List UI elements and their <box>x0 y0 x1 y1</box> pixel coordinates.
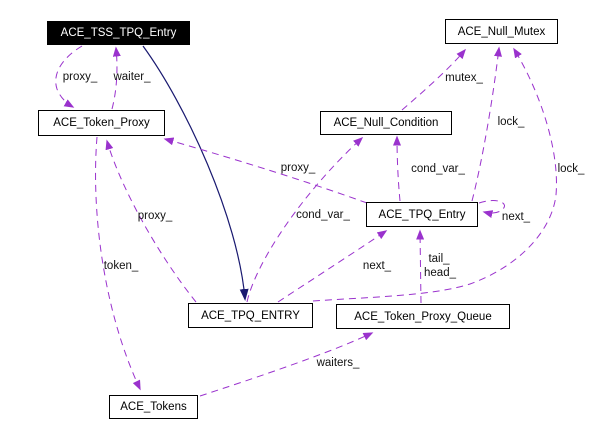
class-node-ace-token-proxy-queue[interactable]: ACE_Token_Proxy_Queue <box>336 304 510 329</box>
class-node-ace-tss-tpq-entry[interactable]: ACE_TSS_TPQ_Entry <box>47 21 190 45</box>
edge-label-proxy-left: proxy_ <box>137 210 173 222</box>
edge-lock-right <box>312 47 557 302</box>
edge-tail-head <box>416 229 425 304</box>
class-node-ace-tpq-entry-caps[interactable]: ACE_TPQ_ENTRY <box>188 303 313 328</box>
edge-inheritance <box>142 45 249 301</box>
edge-label-waiters: waiters_ <box>316 357 360 369</box>
edge-label-lock-middle: lock_ <box>497 116 525 128</box>
edge-token <box>95 136 141 391</box>
edge-proxy-tss-to-tokenproxy <box>55 45 83 108</box>
edge-label-proxy-top: proxy_ <box>62 71 98 83</box>
edge-condvar-left <box>246 136 364 303</box>
edge-proxy-tpqentry-to-tokenproxy <box>163 137 368 204</box>
edge-condvar-right <box>393 135 402 202</box>
edge-label-tail: tail_ <box>428 253 450 265</box>
class-node-ace-tokens[interactable]: ACE_Tokens <box>109 395 198 419</box>
edge-lock-middle <box>471 46 502 202</box>
class-node-ace-null-condition[interactable]: ACE_Null_Condition <box>320 111 452 135</box>
class-node-ace-tpq-entry[interactable]: ACE_TPQ_Entry <box>366 202 478 227</box>
edge-next-self-loop <box>478 200 505 218</box>
class-node-ace-null-mutex[interactable]: ACE_Null_Mutex <box>445 19 558 44</box>
edge-label-next-self: next_ <box>501 211 531 223</box>
class-node-ace-token-proxy[interactable]: ACE_Token_Proxy <box>38 110 165 136</box>
edge-label-waiter: waiter_ <box>113 71 151 83</box>
edge-label-next-lower: next_ <box>362 260 392 272</box>
edge-label-head: head_ <box>424 267 456 279</box>
edge-label-proxy-middle: proxy_ <box>280 162 316 174</box>
edge-label-mutex: mutex_ <box>445 72 483 84</box>
edge-label-condvar-left: cond_var_ <box>296 209 350 221</box>
edge-label-lock-right: lock_ <box>557 163 585 175</box>
edge-waiter <box>111 46 121 110</box>
edge-next-lower <box>277 230 388 303</box>
edge-label-token: token_ <box>103 260 139 272</box>
edge-label-condvar-right: cond_var_ <box>411 163 465 175</box>
